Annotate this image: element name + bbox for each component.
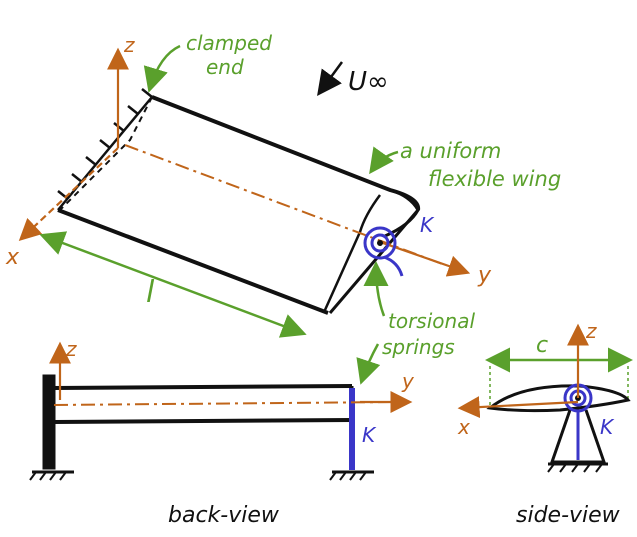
axis-x-side-arrow [457,396,579,419]
length-label: l [146,275,155,310]
wing-annotation: a uniform flexible wing [369,139,561,191]
main-view: z x y K l clamped end U∞ a uniform flexi… [5,31,561,385]
elastic-axis [124,144,446,266]
spring-main [363,226,404,277]
length-dimension [39,231,307,338]
spring-k-back: K [362,423,377,447]
clamped-end-line-1: clamped [186,31,272,55]
axis-y-back: y [401,369,415,393]
axis-x-side: x [457,415,470,439]
side-view: c K z x side-view [457,319,633,528]
wing-line-2: flexible wing [428,167,561,191]
chord-label: c [536,333,548,358]
torsional-line-1: torsional [388,309,475,333]
airfoil [486,384,631,413]
axis-z-back: z [65,337,77,361]
elastic-axis-back [53,401,399,406]
wing-line-1: a uniform [400,139,501,163]
clamped-end-line-2: end [206,55,244,79]
axis-z-side: z [585,319,597,343]
axis-z-main: z [123,33,135,57]
clamped-end-annotation: clamped end [143,31,272,93]
back-view-structure [29,374,374,481]
back-view: z y K back-view [29,337,415,528]
pivot-main [377,240,383,246]
torsional-springs-annotation: torsional springs [356,261,475,385]
wing-body [57,95,421,315]
spring-k-main: K [420,213,435,237]
flow-label: U∞ [348,67,389,97]
torsional-line-2: springs [382,335,455,359]
flow-indicator: U∞ [317,61,389,97]
side-support [547,409,608,473]
side-view-label: side-view [516,503,621,528]
axis-y-main: y [477,263,492,288]
axis-x-main: x [5,245,20,270]
spring-k-side: K [600,415,615,439]
back-view-label: back-view [168,503,280,528]
